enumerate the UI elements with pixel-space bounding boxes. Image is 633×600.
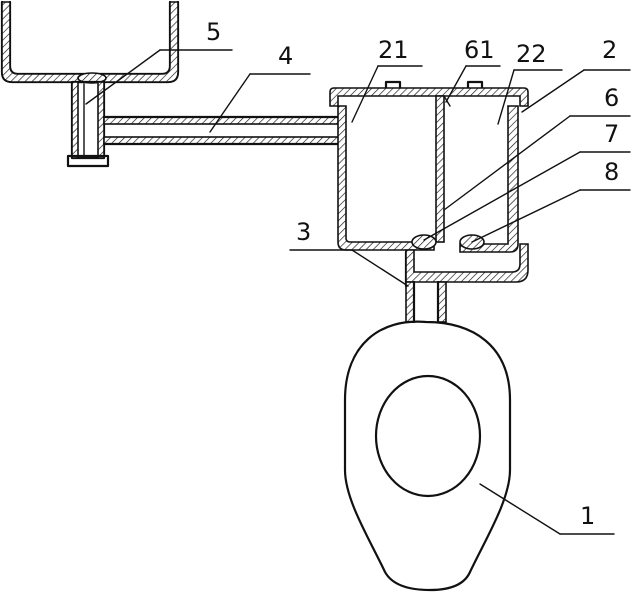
connector-pipe-5 [66, 72, 110, 168]
label-5: 5 [206, 18, 221, 46]
label-4: 4 [278, 42, 293, 70]
label-22: 22 [516, 40, 547, 68]
label-61: 61 [464, 36, 495, 64]
label-21: 21 [378, 36, 409, 64]
upper-tank [0, 0, 180, 84]
label-2: 2 [602, 36, 617, 64]
label-3: 3 [296, 218, 311, 246]
label-1: 1 [580, 502, 595, 530]
label-8: 8 [604, 158, 619, 186]
leader-lines [85, 49, 631, 535]
label-6: 6 [604, 84, 619, 112]
horizontal-pipe-4 [102, 115, 344, 146]
label-7: 7 [604, 120, 619, 148]
drop-pipe-3 [405, 280, 447, 324]
toilet-bowl-1 [343, 320, 512, 592]
